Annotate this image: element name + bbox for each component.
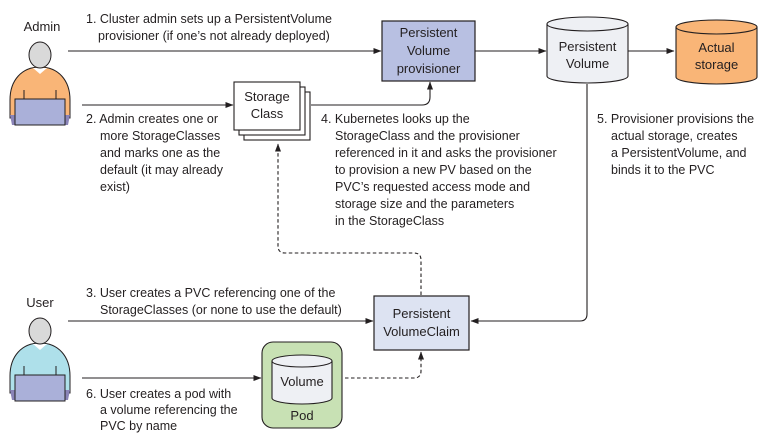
pod-label: Pod (290, 408, 313, 423)
provisioner-label-1: Persistent (400, 25, 458, 40)
step-2-text: 2. Admin creates one or more StorageClas… (86, 112, 224, 194)
svg-text:2. Admin creates one or: 2. Admin creates one or (86, 112, 218, 126)
step-5-text: 5. Provisioner provisions the actual sto… (597, 112, 754, 177)
svg-text:StorageClasses (or none to use: StorageClasses (or none to use the defau… (100, 303, 342, 317)
svg-text:storage size and the parameter: storage size and the parameters (335, 197, 514, 211)
volume-node[interactable]: Volume (271, 354, 333, 405)
svg-text:exist): exist) (100, 180, 130, 194)
user-person-icon (9, 317, 71, 402)
svg-text:PVC by name: PVC by name (100, 419, 177, 433)
arrow-pv-to-pvc (470, 84, 588, 324)
actual-storage-label-1: Actual (698, 40, 734, 55)
provisioner-label-3: provisioner (397, 61, 461, 76)
persistent-volume-node[interactable]: Persistent Volume (546, 16, 629, 84)
storage-class-label-1: Storage (244, 89, 290, 104)
step-3-text: 3. User creates a PVC referencing one of… (86, 286, 342, 317)
svg-text:6. User creates a pod with: 6. User creates a pod with (86, 387, 231, 401)
dashed-volume-to-pvc (333, 351, 424, 379)
user-laptop-icon (10, 374, 70, 402)
pvc-node[interactable]: Persistent VolumeClaim (373, 295, 470, 351)
svg-text:provisioner (if one’s not alre: provisioner (if one’s not already deploy… (98, 29, 330, 43)
step-6-text: 6. User creates a pod with a volume refe… (86, 387, 238, 433)
actual-storage-label-2: storage (695, 57, 738, 72)
svg-text:and marks one as the: and marks one as the (100, 146, 220, 160)
svg-text:3. User creates a PVC referenc: 3. User creates a PVC referencing one of… (86, 286, 335, 300)
svg-text:5. Provisioner provisions the: 5. Provisioner provisions the (597, 112, 754, 126)
arrow-storageclass-to-provisioner (311, 81, 433, 106)
actual-storage-node[interactable]: Actual storage (675, 19, 758, 85)
admin-actor: Admin (9, 19, 71, 126)
svg-text:PVC’s requested access mode an: PVC’s requested access mode and (335, 180, 530, 194)
pod-node[interactable]: Pod Volume (261, 341, 343, 429)
svg-text:referenced in it and asks the: referenced in it and asks the provisione… (335, 146, 557, 160)
svg-text:binds it to the PVC: binds it to the PVC (611, 163, 715, 177)
step-1-text: 1. Cluster admin sets up a PersistentVol… (86, 12, 332, 43)
svg-text:a PersistentVolume, and: a PersistentVolume, and (611, 146, 747, 160)
svg-text:1. Cluster admin sets up a Per: 1. Cluster admin sets up a PersistentVol… (86, 12, 332, 26)
user-label: User (26, 295, 54, 310)
user-actor: User (9, 295, 71, 402)
provisioner-node[interactable]: Persistent Volume provisioner (381, 20, 476, 82)
pvc-label-2: VolumeClaim (383, 324, 460, 339)
svg-text:actual storage, creates: actual storage, creates (611, 129, 737, 143)
step-4-text: 4. Kubernetes looks up the StorageClass … (321, 112, 557, 228)
pvc-label-1: Persistent (393, 306, 451, 321)
provisioner-label-2: Volume (407, 43, 450, 58)
admin-person-icon (9, 41, 71, 126)
volume-label: Volume (280, 374, 323, 389)
svg-text:in the StorageClass: in the StorageClass (335, 214, 444, 228)
svg-text:more StorageClasses: more StorageClasses (100, 129, 220, 143)
dashed-pvc-to-storageclass (275, 143, 422, 295)
storage-class-label-2: Class (251, 106, 284, 121)
svg-text:to provision a new PV based on: to provision a new PV based on the (335, 163, 532, 177)
svg-text:StorageClass and the provision: StorageClass and the provisioner (335, 129, 520, 143)
admin-laptop-icon (10, 98, 70, 126)
svg-text:4. Kubernetes looks up the: 4. Kubernetes looks up the (321, 112, 470, 126)
admin-label: Admin (24, 19, 61, 34)
storage-class-node[interactable]: Storage Class (233, 81, 311, 141)
pv-label-1: Persistent (559, 39, 617, 54)
svg-text:default (it may already: default (it may already (100, 163, 224, 177)
svg-text:a volume referencing the: a volume referencing the (100, 403, 238, 417)
pv-label-2: Volume (566, 56, 609, 71)
